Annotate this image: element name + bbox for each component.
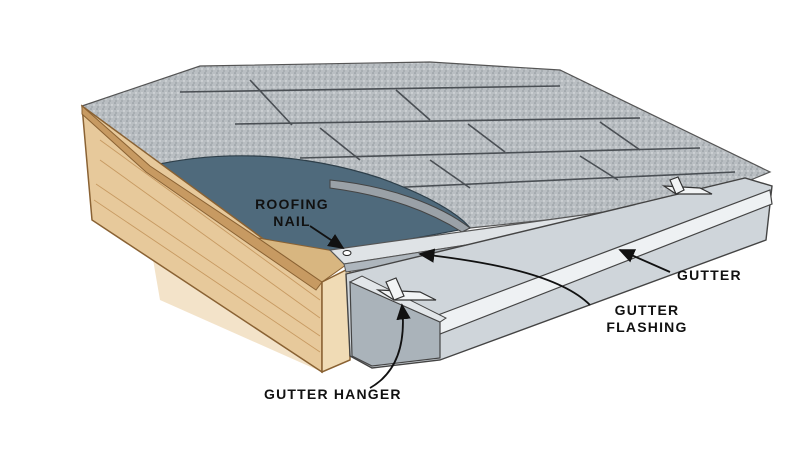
roofing-nail-arrow bbox=[309, 225, 345, 249]
gutter-arrow bbox=[618, 249, 671, 273]
gutter-flashing-label-line-1: GUTTER bbox=[614, 302, 680, 318]
roofing-nail-label: ROOFING NAIL bbox=[244, 196, 340, 230]
gutter-flashing-arrow bbox=[418, 248, 591, 306]
wood-grain bbox=[93, 139, 321, 353]
gutter-flashing-label-line-2: FLASHING bbox=[606, 319, 688, 335]
gutter-hanger-label: GUTTER HANGER bbox=[264, 386, 402, 402]
curled-shingle-edge bbox=[329, 179, 471, 233]
roofing-nail-label-line-1: ROOFING bbox=[255, 196, 329, 212]
shingle-course-lines bbox=[179, 79, 736, 191]
gutter-flashing-label: GUTTER FLASHING bbox=[587, 302, 707, 336]
gutter-label: GUTTER bbox=[677, 267, 742, 283]
roofing-nail bbox=[342, 250, 352, 256]
sheathing-edge bbox=[81, 104, 323, 291]
roofing-nail-label-line-2: NAIL bbox=[273, 213, 311, 229]
gutter-hanger-arrow bbox=[369, 303, 411, 389]
gutter-hanger-far bbox=[661, 176, 713, 195]
gutter-hanger-near bbox=[375, 277, 437, 301]
rafter-end bbox=[321, 266, 351, 374]
